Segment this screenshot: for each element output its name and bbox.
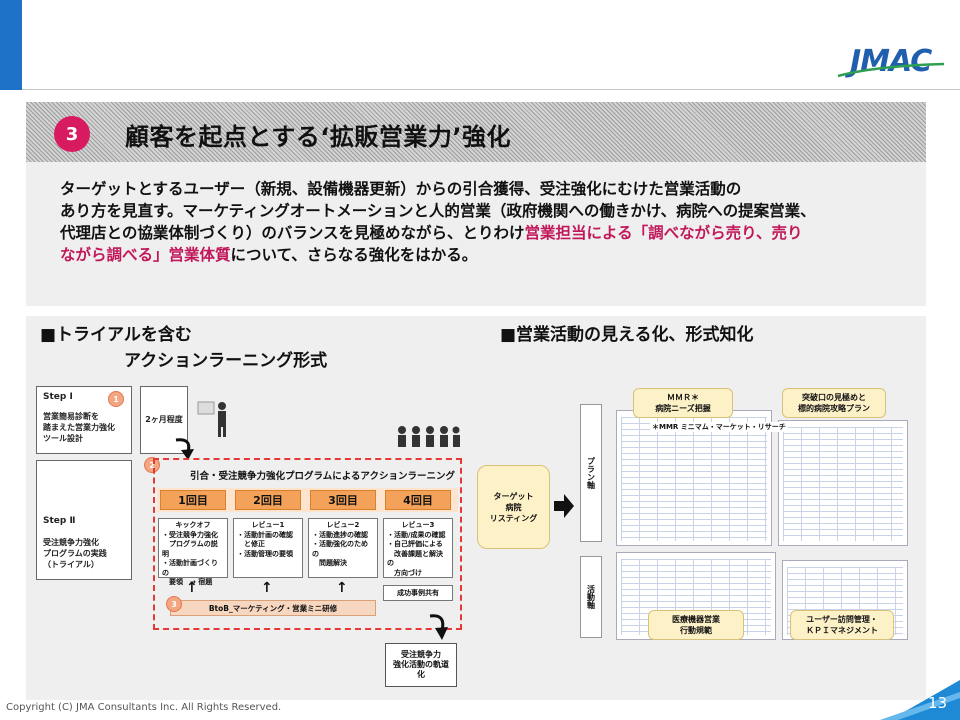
highlight-text: 営業担当による「調べながら売り、売り — [524, 224, 803, 242]
seminar-badge: 3 — [166, 596, 182, 612]
curved-arrow-icon — [429, 614, 448, 640]
kpi-callout: ユーザー訪問管理・ ＫＰＩマネジメント — [790, 610, 894, 640]
copyright: Copyright (C) JMA Consultants Inc. All R… — [6, 702, 282, 713]
session-card-1: キックオフ ・受注競争力強化 プログラムの説明 ・活動計画づくりの 要領 → 宿… — [158, 518, 228, 586]
left-heading-sub: アクションラーニング形式 — [124, 351, 328, 371]
seminar-bar: BtoB_マーケティング・営業ミニ研修 — [170, 600, 376, 616]
page-number: 13 — [928, 694, 948, 712]
step1-badge: 1 — [108, 391, 124, 407]
breakthrough-callout: 突破口の見極めと 標的病院攻略プラン — [782, 388, 886, 418]
page-number-tab — [880, 680, 960, 720]
phase-4: 4回目 — [385, 490, 451, 510]
description-line: ターゲットとするユーザー（新規、設備機器更新）からの引合獲得、受注強化にむけた営… — [60, 180, 742, 198]
description-line: あり方を見直す。マーケティングオートメーションと人的営業（政府機関への働きかけ、… — [60, 202, 816, 220]
session-card-3: レビュー2 ・活動進捗の確認 ・活動強化のための 問題解決 — [308, 518, 378, 578]
attack-plan-document — [778, 420, 908, 546]
case-share-box: 成功事例共有 — [383, 585, 453, 601]
up-arrow-icon: ↑ — [186, 580, 198, 596]
card-body: ・活動計画の確認 と修正 ・活動管理の要領 — [237, 530, 293, 558]
duration-label: 2ヶ月程度 — [145, 415, 183, 424]
step1-label: Step Ⅰ — [43, 392, 73, 402]
phase-3: 3回目 — [310, 490, 376, 510]
step2-badge: 2 — [144, 457, 160, 473]
phase-1: 1回目 — [160, 490, 226, 510]
card-title: レビュー1 — [251, 521, 285, 529]
step1-text: 営業簡易診断を 踏まえた営業力強化 ツール設計 — [43, 412, 115, 443]
mmr-note: ＊MMR ミニマム・マーケット・リサーチ — [650, 422, 788, 432]
target-listing-box: ターゲット 病院 リスティング — [477, 465, 550, 549]
session-card-4: レビュー3 ・活動/成果の確認 ・自己評価による 改善課題と解決の 方向づけ — [383, 518, 453, 578]
result-box: 受注競争力 強化活動の軌道 化 — [385, 643, 457, 687]
phase-2: 2回目 — [235, 490, 301, 510]
right-arrow-icon — [554, 494, 574, 518]
mmr-callout: ＭＭＲ＊ 病院ニーズ把握 — [633, 388, 733, 418]
medical-sales-callout: 医療機器営業 行動規範 — [648, 610, 744, 640]
session-card-2: レビュー1 ・活動計画の確認 と修正 ・活動管理の要領 — [233, 518, 303, 578]
accent-bar — [0, 0, 22, 90]
audience-icon — [398, 426, 460, 447]
activity-axis-label: 活動軸 — [580, 556, 602, 638]
description-line: 代理店との協業体制づくり）のバランスを見極めながら、とりわけ営業担当による「調べ… — [60, 224, 803, 242]
duration-box: 2ヶ月程度 — [140, 386, 188, 454]
code-of-conduct-document — [616, 552, 776, 640]
left-heading: ■トライアルを含む — [40, 325, 192, 345]
header-divider — [22, 89, 960, 90]
card-body: ・受注競争力強化 プログラムの説明 ・活動計画づくりの 要領 → 宿題 — [162, 530, 218, 587]
card-title: レビュー3 — [401, 521, 435, 529]
card-title: レビュー2 — [326, 521, 360, 529]
step2-text: 受注競争力強化 プログラムの実践 （トライアル） — [43, 538, 107, 569]
card-title: キックオフ — [175, 521, 211, 529]
presenter-icon — [197, 401, 226, 437]
jmac-logo: JMAC — [836, 40, 946, 80]
logo-text: JMAC — [850, 44, 932, 79]
right-heading: ■営業活動の見える化、形式知化 — [500, 325, 754, 345]
plan-axis-label: プラン軸 — [580, 404, 602, 542]
step2-label: Step Ⅱ — [43, 516, 76, 526]
curved-arrow-icon — [175, 438, 194, 460]
step1-box: Step Ⅰ 営業簡易診断を 踏まえた営業力強化 ツール設計 — [36, 386, 132, 454]
section-title: 顧客を起点とする‘拡販営業力’強化 — [125, 123, 512, 151]
up-arrow-icon: ↑ — [336, 580, 348, 596]
mmr-document — [616, 410, 772, 546]
card-body: ・活動進捗の確認 ・活動強化のための 問題解決 — [312, 530, 368, 568]
up-arrow-icon: ↑ — [261, 580, 273, 596]
card-body: ・活動/成果の確認 ・自己評価による 改善課題と解決の 方向づけ — [387, 530, 446, 577]
program-frame — [153, 458, 462, 630]
description-line: ながら調べる」営業体質について、さらなる強化をはかる。 — [60, 246, 478, 264]
title-band — [26, 102, 926, 162]
logo-swoosh-icon — [837, 62, 945, 78]
step2-box: Step Ⅱ 受注競争力強化 プログラムの実践 （トライアル） — [36, 460, 132, 580]
section-description: ターゲットとするユーザー（新規、設備機器更新）からの引合獲得、受注強化にむけた営… — [60, 178, 880, 266]
program-title: 引合・受注競争力強化プログラムによるアクションラーニング — [190, 471, 455, 482]
highlight-text: ながら調べる」営業体質 — [60, 246, 231, 264]
section-number-badge: 3 — [54, 116, 90, 152]
